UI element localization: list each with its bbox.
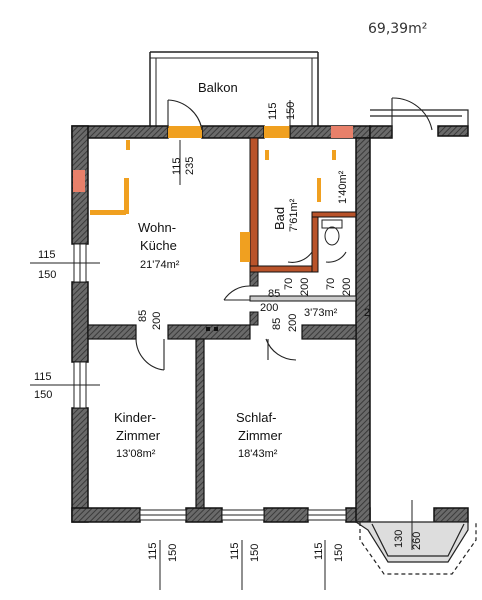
bedroom-label-1: Schlaf-: [236, 410, 276, 425]
dim-bay-window-bottom: 260: [411, 532, 423, 550]
wc-area: 1'40m²: [337, 170, 349, 204]
dim-bottom-window2-top: 115: [229, 542, 241, 560]
interior-walls: [87, 137, 357, 509]
exterior-walls: [71, 125, 469, 523]
dim-hall-door2-bottom: 200: [287, 314, 299, 332]
dim-living-door-bottom: 200: [151, 312, 163, 330]
bath-label: Bad: [272, 207, 287, 230]
dim-bath-door-top: 70: [283, 278, 295, 290]
dim-bottom-window1-bottom: 150: [167, 544, 179, 562]
side-balcony: [370, 109, 469, 126]
living-label-2: Küche: [140, 238, 177, 253]
kids-area: 13'08m²: [116, 448, 156, 460]
balcony-label: Balkon: [198, 80, 238, 95]
living-label-1: Wohn-: [138, 220, 176, 235]
bath-area: 7'61m²: [288, 198, 300, 232]
dim-bath-door-bottom: 200: [299, 278, 311, 296]
toilet-icon: [321, 219, 343, 246]
dim-bottom-window3-bottom: 150: [333, 544, 345, 562]
dim-hall-edge: 2: [364, 307, 370, 319]
bedroom-label-2: Zimmer: [238, 428, 283, 443]
service-ducts: [90, 140, 336, 262]
dim-balcony-door-top: 115: [171, 157, 183, 175]
dim-wc-door-bottom: 200: [341, 278, 353, 296]
dim-hall-door1-bottom: 200: [260, 302, 278, 314]
total-area: 69,39m²: [368, 21, 427, 37]
dim-living-door-top: 85: [137, 310, 149, 322]
dimension-lines: [30, 100, 413, 590]
dim-balcony-window-bottom: 150: [285, 102, 297, 120]
balcony-door-opening: [168, 126, 202, 138]
chimney-mark: [331, 126, 353, 138]
living-area: 21'74m²: [140, 259, 180, 271]
dim-hall-door2-top: 85: [271, 318, 283, 330]
doors: [135, 97, 433, 371]
kids-label-2: Zimmer: [116, 428, 161, 443]
dim-left-window2-top: 115: [34, 371, 52, 383]
dim-left-window1-bottom: 150: [38, 269, 56, 281]
balcony: [149, 51, 319, 126]
dim-bottom-window1-top: 115: [147, 542, 159, 560]
dim-balcony-window-top: 115: [267, 102, 279, 120]
balcony-window-opening: [264, 126, 290, 138]
dim-bottom-window3-top: 115: [313, 542, 325, 560]
dim-left-window1-top: 115: [38, 249, 56, 261]
dim-hall-door1-top: 85: [268, 288, 280, 300]
dim-bay-window-top: 130: [393, 530, 405, 548]
hall-fixture-icon: [206, 327, 218, 331]
hall-area: 3'73m²: [304, 307, 338, 319]
kids-label-1: Kinder-: [114, 410, 156, 425]
chimney-mark: [73, 170, 85, 192]
dim-balcony-door-bottom: 235: [184, 157, 196, 175]
dim-wc-door-top: 70: [325, 278, 337, 290]
dim-bottom-window2-bottom: 150: [249, 544, 261, 562]
bedroom-area: 18'43m²: [238, 448, 278, 460]
windows: [73, 243, 347, 521]
dim-left-window2-bottom: 150: [34, 389, 52, 401]
